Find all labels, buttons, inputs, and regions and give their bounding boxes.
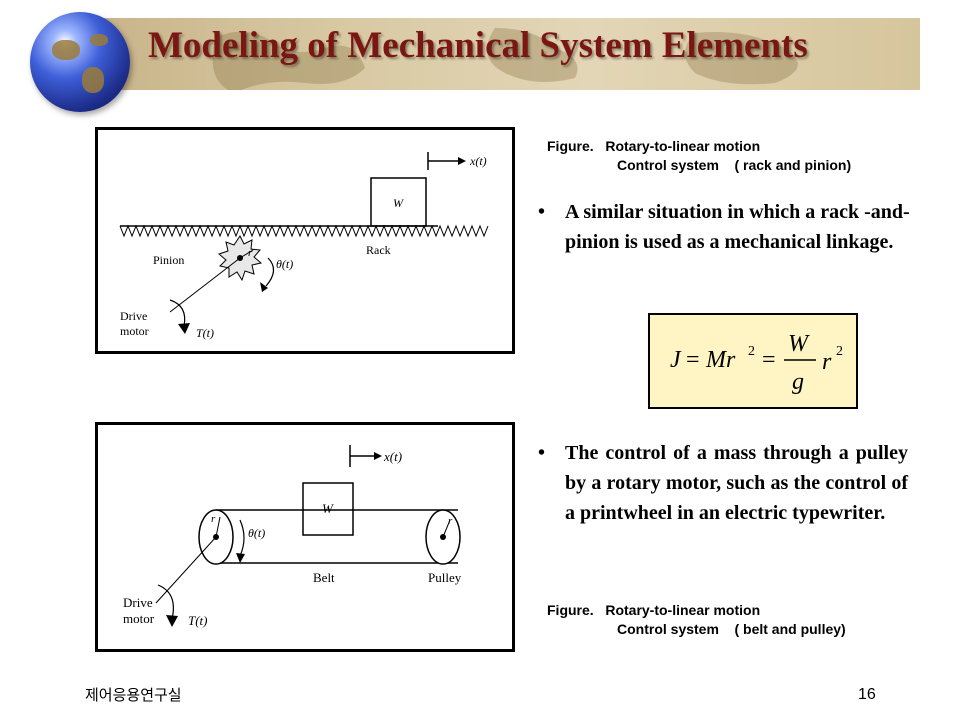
mass-label: W xyxy=(393,196,404,210)
rack-label: Rack xyxy=(366,243,391,257)
world-map-background xyxy=(212,28,798,90)
radius-right-label: r xyxy=(448,515,453,527)
page-number: 16 xyxy=(858,686,876,703)
eq-numerator: W xyxy=(788,331,810,357)
bullet-belt-pulley: • The control of a mass through a pulley… xyxy=(538,438,908,528)
mass-label-2: W xyxy=(322,501,334,516)
radius-label: r xyxy=(248,247,253,259)
figure2-caption-line2: Control system ( belt and pulley) xyxy=(617,621,846,637)
bullet-icon: • xyxy=(538,201,546,223)
rack-pinion-diagram: x(t) W Rack r Pinion θ(t) Drive motor T(… xyxy=(119,152,489,340)
belt-pulley-diagram: x(t) W r θ(t) r Belt Pulley Drive motor … xyxy=(123,445,462,628)
mass-block-2 xyxy=(302,482,354,536)
belt-label: Belt xyxy=(313,570,335,585)
title-band xyxy=(95,18,920,90)
bullet-rack-pinion: • A similar situation in which a rack -a… xyxy=(538,197,933,257)
bullet-icon-2: • xyxy=(538,442,546,464)
figure1-caption-line2: Control system ( rack and pinion) xyxy=(617,157,852,173)
eq-mid: Mr xyxy=(705,347,736,373)
bullet-rack-pinion-text: A similar situation in which a rack -and… xyxy=(565,201,910,253)
eq-rhs: r xyxy=(822,349,832,375)
footer-lab-name: 제어응용연구실 xyxy=(85,686,182,704)
eq-denominator: g xyxy=(792,369,804,395)
rack-teeth xyxy=(119,224,489,238)
theta-label: θ(t) xyxy=(276,257,293,271)
figure2-caption: Figure. Rotary-to-linear motion Control … xyxy=(547,601,846,639)
pinion-label: Pinion xyxy=(153,253,184,267)
figure1-caption-line1: Figure. Rotary-to-linear motion xyxy=(547,138,761,154)
theta-label-2: θ(t) xyxy=(248,526,265,540)
page-title: Modeling of Mechanical System Elements xyxy=(148,25,808,66)
inertia-equation: J = Mr 2 = W g r 2 xyxy=(648,313,858,409)
x-label: x(t) xyxy=(469,154,487,168)
svg-text:=: = xyxy=(762,347,776,373)
globe-icon xyxy=(30,12,130,112)
belt-pulley-figure: x(t) W r θ(t) r Belt Pulley Drive motor … xyxy=(95,422,515,652)
x-label-2: x(t) xyxy=(383,449,402,464)
bullet-belt-pulley-text: The control of a mass through a pulley b… xyxy=(565,442,908,524)
eq-lhs: J xyxy=(670,347,682,373)
drive-motor-label-2a: Drive xyxy=(123,595,153,610)
pulley-label: Pulley xyxy=(428,570,462,585)
eq-exp2: 2 xyxy=(836,344,843,359)
figure2-caption-line1: Figure. Rotary-to-linear motion xyxy=(547,602,761,618)
svg-text:=: = xyxy=(686,347,700,373)
rack-pinion-figure: x(t) W Rack r Pinion θ(t) Drive motor T(… xyxy=(95,127,515,354)
radius-left-label: r xyxy=(211,513,216,525)
drive-motor-label-1: Drive xyxy=(120,309,147,323)
drive-motor-label-2b: motor xyxy=(123,611,155,626)
figure1-caption: Figure. Rotary-to-linear motion Control … xyxy=(547,137,851,175)
equation-graphic: J = Mr 2 = W g r 2 xyxy=(670,331,843,395)
drive-motor-label-2: motor xyxy=(120,324,149,338)
torque-label: T(t) xyxy=(196,326,214,340)
torque-label-2: T(t) xyxy=(188,613,208,628)
eq-exp1: 2 xyxy=(748,344,755,359)
